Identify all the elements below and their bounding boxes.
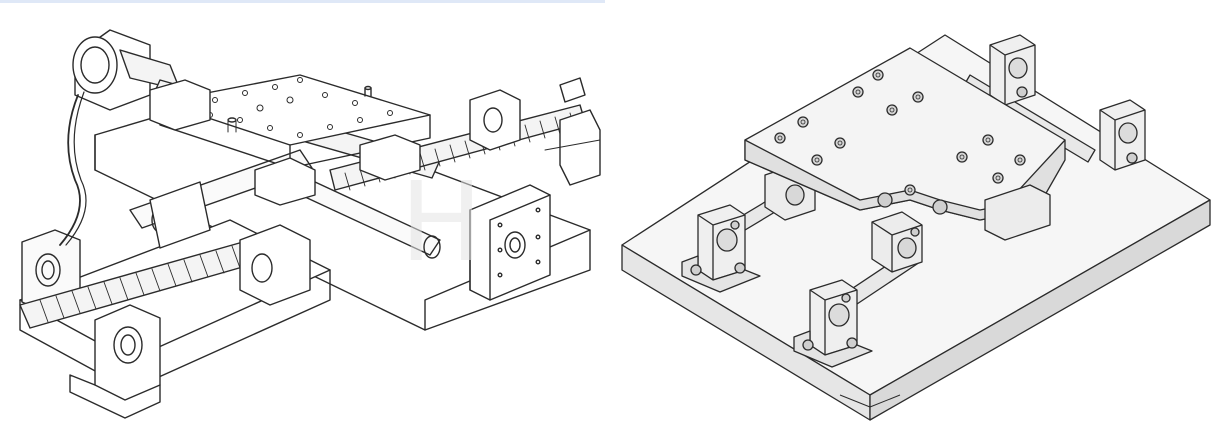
right-side-support: [544, 109, 601, 186]
lower-nut-block: [239, 224, 311, 306]
top-accent-bar: [0, 0, 605, 3]
carriage-blocks: [149, 79, 421, 206]
shaft-support-back-right: [1099, 99, 1146, 171]
end-support-block: [469, 184, 551, 301]
shaft-stage-drawing: [621, 34, 1211, 421]
lower-carriage-block: [984, 184, 1051, 241]
top-table: [744, 47, 1066, 221]
upper-rail-holder: [469, 77, 586, 151]
left-panel-ballscrew-stage: H: [0, 0, 605, 437]
watermark-glyph: H: [400, 158, 483, 286]
base-plate: [621, 34, 1211, 421]
shaft-support-back-left: [989, 34, 1036, 106]
table-screw-holes: [774, 69, 1026, 196]
shaft-support-front-right: [793, 279, 873, 368]
shaft-support-front-left: [681, 204, 761, 293]
lower-support-block-front: [69, 304, 161, 419]
right-panel-shaft-stage: [610, 0, 1222, 437]
linear-bearing-block-right: [871, 211, 923, 273]
ballscrew-stage-drawing: H: [19, 29, 601, 419]
